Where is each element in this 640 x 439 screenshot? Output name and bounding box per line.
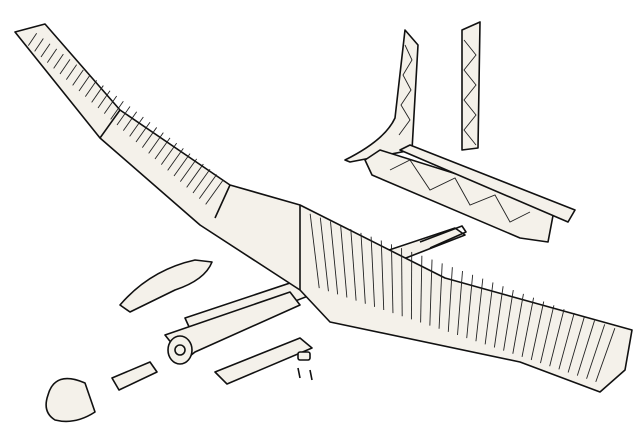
wing-rib <box>420 255 423 323</box>
wing-rib <box>135 121 151 143</box>
wing-rib <box>319 217 329 292</box>
wing-rib <box>549 309 565 367</box>
wing-rib <box>340 225 348 298</box>
wing-rib <box>141 127 158 148</box>
wing-rib <box>475 278 484 342</box>
wing-rib <box>198 174 218 199</box>
wing-rib <box>484 282 494 345</box>
wing-rib <box>160 142 178 165</box>
wing-rib <box>97 90 111 109</box>
wing-rib <box>84 80 98 97</box>
wing-rib <box>148 132 164 154</box>
nose-weight <box>111 361 158 391</box>
wing-rib <box>438 263 443 329</box>
wing-rib <box>173 153 191 177</box>
wing-rib <box>350 229 357 301</box>
wing-rib <box>512 293 524 354</box>
wing-rib <box>78 74 91 92</box>
wing-rib <box>390 244 394 314</box>
wing-rib <box>493 286 504 348</box>
wing-rib <box>380 240 385 311</box>
wing-rib <box>192 169 211 194</box>
wing <box>14 23 633 393</box>
fuselage-pod <box>164 291 301 365</box>
wing-rib <box>154 137 171 160</box>
wing-rib <box>186 163 204 188</box>
wing-rib <box>53 53 64 69</box>
wing-rib <box>110 101 124 120</box>
wing-rib <box>59 59 71 75</box>
wing-rib <box>309 213 320 289</box>
wing-rib <box>46 48 58 63</box>
wing-rib <box>116 106 131 126</box>
canopy <box>119 259 213 313</box>
wing-rib <box>540 305 555 364</box>
wing-rib <box>503 289 514 351</box>
wing-rib <box>429 259 433 326</box>
wing-rib <box>167 148 184 171</box>
wing-rib <box>122 111 138 131</box>
wing-rib <box>129 116 144 137</box>
wing-rib <box>65 64 78 80</box>
wing-rib <box>530 301 545 361</box>
wing-rib <box>370 236 375 307</box>
wing-rib <box>72 69 84 86</box>
wing-rib <box>558 312 575 370</box>
wing-rib <box>360 232 366 304</box>
wing-rib <box>586 324 606 379</box>
wing-rib <box>103 95 118 114</box>
fin <box>344 29 419 163</box>
wing-rib <box>401 248 403 317</box>
wing-rib <box>567 316 585 373</box>
screws <box>297 351 313 381</box>
wing-mount <box>214 337 313 385</box>
wing-rib <box>330 221 339 295</box>
wing-rib <box>91 85 104 103</box>
wing-rib <box>179 158 198 182</box>
wing-rib <box>466 274 474 339</box>
wing-rib <box>595 328 616 383</box>
wing-rib <box>521 297 535 357</box>
stabilizer <box>364 144 576 243</box>
wing-rib <box>447 267 453 332</box>
wing-rib <box>34 38 44 52</box>
nose-cone <box>45 377 96 423</box>
wing-rib <box>27 32 38 46</box>
wing-rib <box>457 270 463 336</box>
wing-rib <box>40 43 51 58</box>
wing-rib <box>205 179 224 205</box>
rudder <box>461 21 481 151</box>
wing-rib <box>576 320 595 376</box>
